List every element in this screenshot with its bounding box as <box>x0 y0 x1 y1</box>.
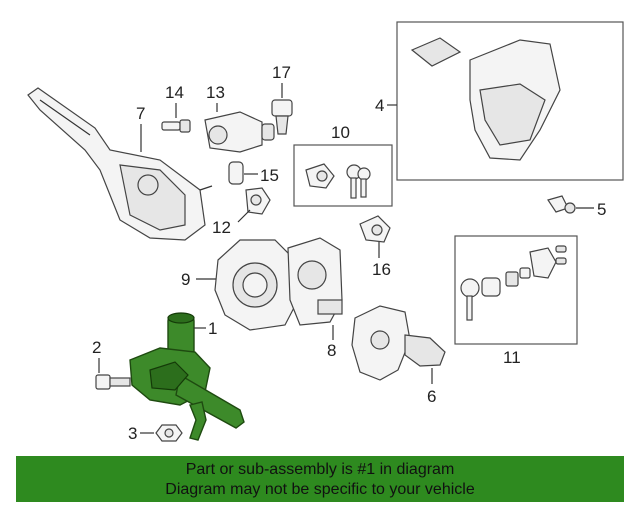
callout-14: 14 <box>165 83 184 102</box>
callout-10: 10 <box>331 123 350 142</box>
callout-4: 4 <box>375 96 384 115</box>
part-12-sensor[interactable] <box>245 187 271 215</box>
part-10-key-cylinder-set[interactable] <box>305 163 371 199</box>
callout-7: 7 <box>136 104 145 123</box>
part-9-spiral-cable[interactable] <box>214 239 299 331</box>
callout-2: 2 <box>92 338 101 357</box>
callout-6: 6 <box>427 387 436 406</box>
callout-3: 3 <box>128 424 137 443</box>
callout-17: 17 <box>272 63 291 82</box>
part-15-clip[interactable] <box>228 161 244 185</box>
part-16-clip[interactable] <box>359 215 391 243</box>
part-2-bolt[interactable] <box>95 374 131 390</box>
callout-5: 5 <box>597 200 606 219</box>
part-4-column-cover[interactable] <box>410 37 561 161</box>
group-box-11 <box>454 235 578 345</box>
part-11-key-transmitter-set[interactable] <box>460 245 567 321</box>
callout-15: 15 <box>260 166 279 185</box>
part-5-screw[interactable] <box>547 195 576 214</box>
part-7-combination-switch[interactable] <box>27 87 213 241</box>
parts-diagram: 7 14 13 17 15 12 10 <box>27 21 624 443</box>
part-6-wiper-switch[interactable] <box>351 305 446 381</box>
group-box-10 <box>293 144 393 207</box>
callout-8: 8 <box>327 341 336 360</box>
callout-16: 16 <box>372 260 391 279</box>
callout-1: 1 <box>208 319 217 338</box>
banner-line-1: Part or sub-assembly is #1 in diagram <box>185 461 455 478</box>
part-17-switch[interactable] <box>271 99 293 135</box>
callout-13: 13 <box>206 83 225 102</box>
info-banner: Part or sub-assembly is #1 in diagram Di… <box>16 456 624 502</box>
banner-line-2: Diagram may not be specific to your vehi… <box>165 481 475 498</box>
callout-11: 11 <box>503 348 521 367</box>
part-8-housing[interactable] <box>287 237 343 326</box>
part-1-steering-column-assembly[interactable] <box>129 312 245 441</box>
part-13-ignition-assembly[interactable] <box>204 111 275 153</box>
part-14-bolt[interactable] <box>161 119 191 133</box>
callout-12: 12 <box>212 218 231 237</box>
group-box-4 <box>396 21 624 181</box>
part-3-nut[interactable] <box>155 424 183 442</box>
callout-9: 9 <box>181 270 190 289</box>
